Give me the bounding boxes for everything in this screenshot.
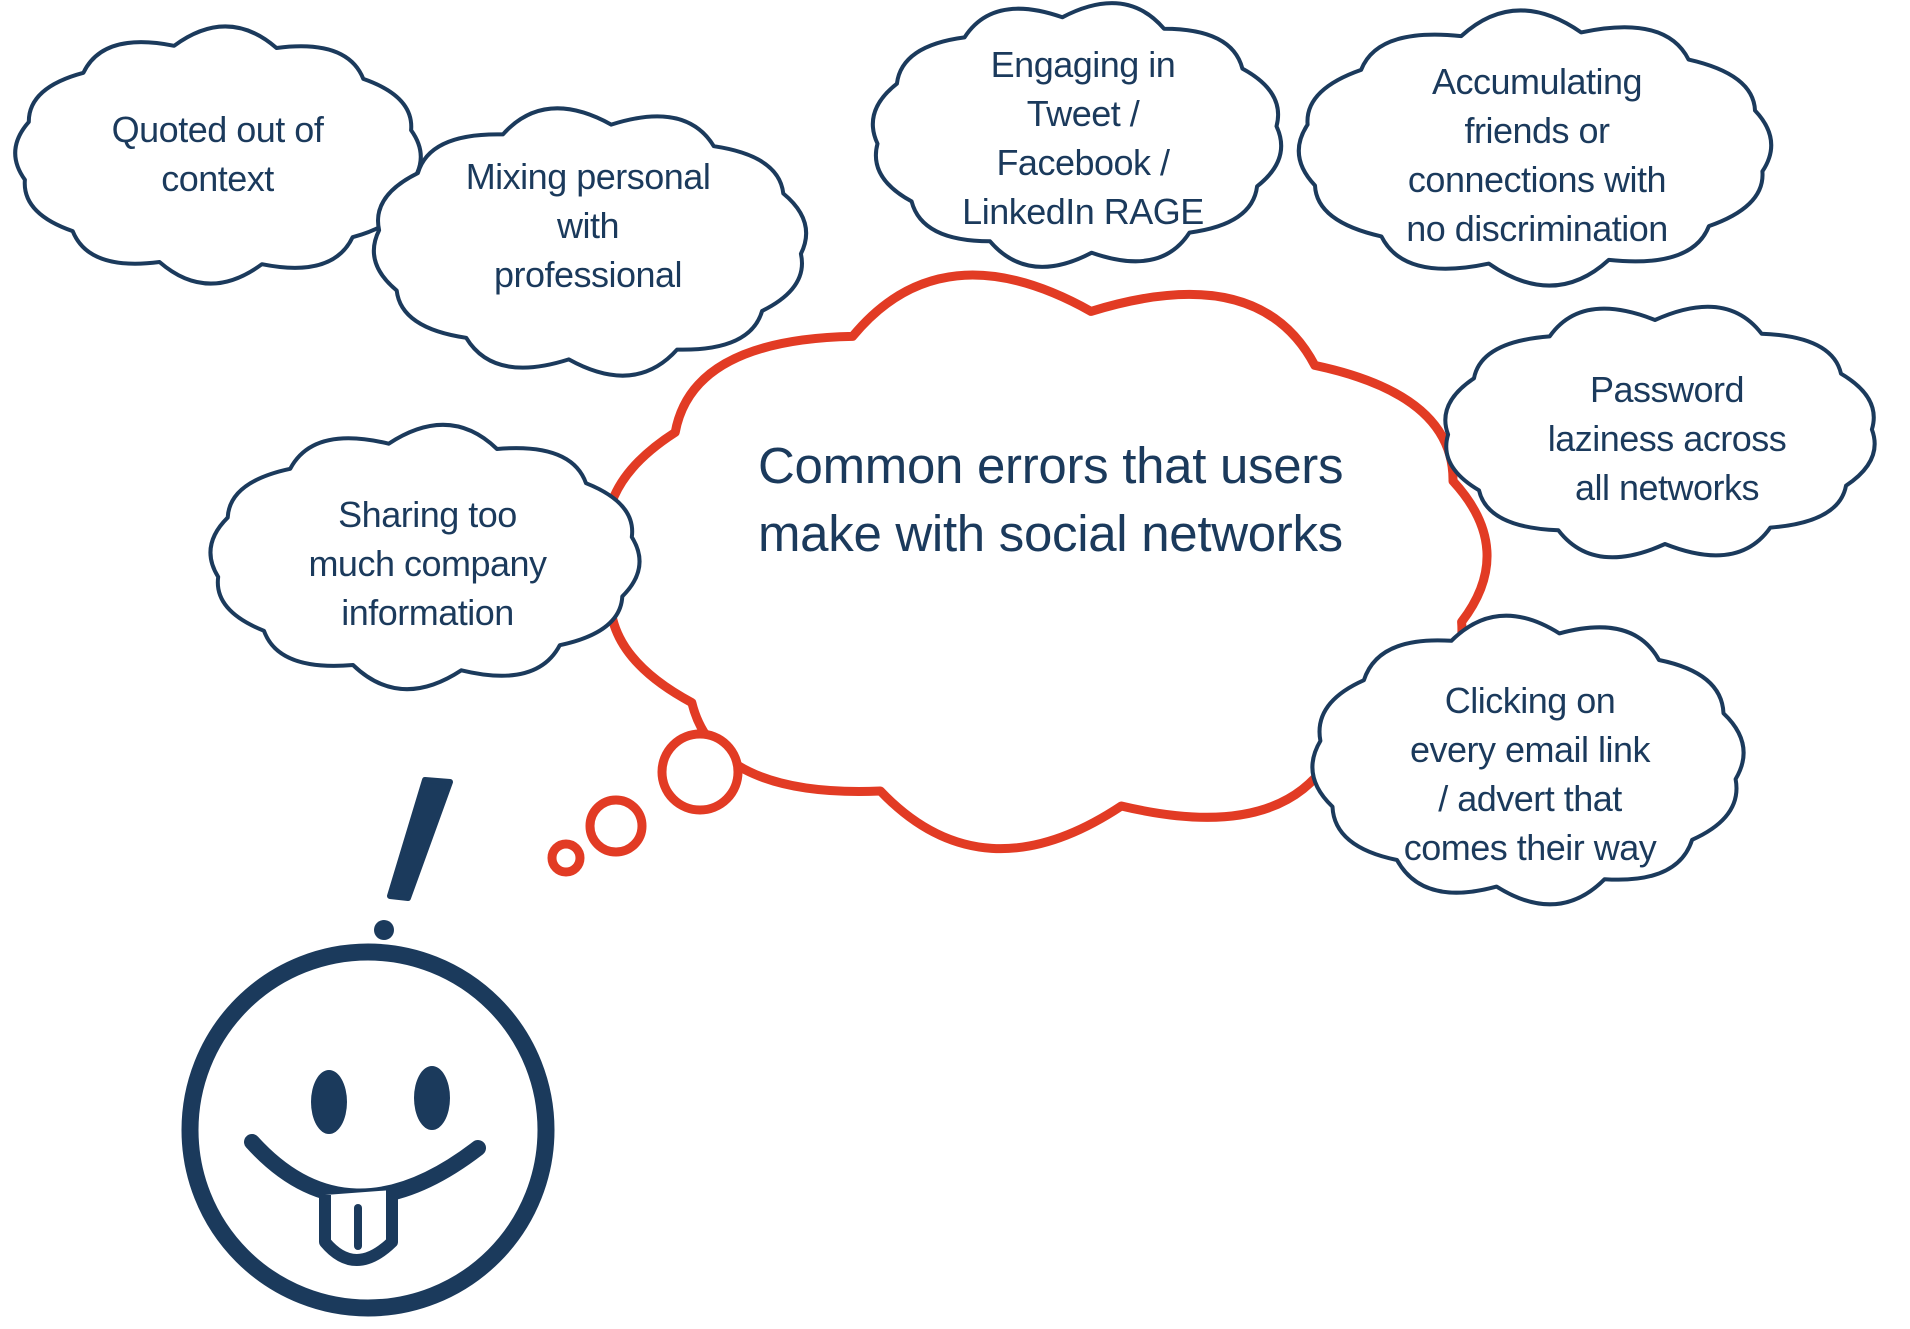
cloud-text-line: professional — [493, 254, 683, 295]
exclamation-dot — [374, 920, 394, 940]
cloud-text-line: Password — [1589, 369, 1745, 410]
cloud-text-line: LinkedIn RAGE — [962, 191, 1204, 232]
main-bubble-title: Common errors that users make with socia… — [758, 432, 1343, 568]
idea-clouds — [13, 1, 1877, 907]
cloud-text-line: Clicking on — [1444, 680, 1616, 721]
thought-trail — [547, 729, 743, 877]
cloud-text-line: all networks — [1574, 467, 1760, 508]
cloud-text-line: connections with — [1407, 159, 1667, 200]
cloud-engaging-outline — [870, 1, 1284, 269]
cloud-clicking-outline — [1310, 613, 1746, 907]
thought-dot-3 — [547, 839, 585, 877]
cloud-text-line: much company — [308, 543, 547, 584]
cloud-text-line: laziness across — [1547, 418, 1787, 459]
cloud-text-line: Sharing too — [338, 494, 517, 535]
cloud-accumulating-outline — [1296, 8, 1774, 288]
cloud-password-label: Password laziness across all networks — [1527, 365, 1807, 512]
exclamation-stroke — [387, 777, 453, 901]
cloud-text-line: Mixing personal — [465, 156, 711, 197]
cloud-password-outline — [1443, 304, 1877, 560]
main-bubble-line-1: Common errors that users — [758, 437, 1344, 494]
right-eye — [414, 1066, 450, 1130]
smiley-face-icon — [181, 943, 555, 1317]
cloud-quoted-outline — [13, 24, 423, 286]
cloud-sharing-outline — [208, 422, 642, 692]
cloud-mixing-label: Mixing personal with professional — [458, 152, 718, 299]
smile — [244, 1134, 486, 1205]
cloud-mixing-outline — [371, 106, 809, 378]
cloud-text-line: no discrimination — [1406, 208, 1668, 249]
face-outline — [181, 943, 555, 1317]
cloud-text-line: comes their way — [1403, 827, 1657, 868]
cloud-clicking-label: Clicking on every email link / advert th… — [1385, 676, 1675, 872]
cloud-text-line: every email link — [1409, 729, 1651, 770]
cloud-text-line: context — [161, 158, 274, 199]
cloud-text-line: Tweet / — [1026, 93, 1140, 134]
cloud-text-line: Facebook / — [996, 142, 1170, 183]
cloud-text-line: / advert that — [1438, 778, 1622, 819]
cloud-quoted-label: Quoted out of context — [95, 105, 340, 203]
cloud-text-line: friends or — [1464, 110, 1610, 151]
cloud-engaging-label: Engaging in Tweet / Facebook / LinkedIn … — [948, 40, 1218, 236]
cloud-text-line: information — [341, 592, 514, 633]
cloud-text-line: Quoted out of — [111, 109, 324, 150]
cloud-sharing-label: Sharing too much company information — [295, 490, 560, 637]
left-eye — [311, 1070, 347, 1134]
cloud-accumulating-label: Accumulating friends or connections with… — [1392, 57, 1682, 253]
thought-dot-1 — [657, 729, 743, 815]
cloud-text-line: with — [556, 205, 620, 246]
cloud-text-line: Engaging in — [990, 44, 1176, 85]
main-bubble-line-2: make with social networks — [758, 505, 1343, 562]
thought-dot-2 — [585, 795, 647, 857]
cloud-text-line: Accumulating — [1431, 61, 1643, 102]
exclamation-icon — [374, 777, 453, 940]
